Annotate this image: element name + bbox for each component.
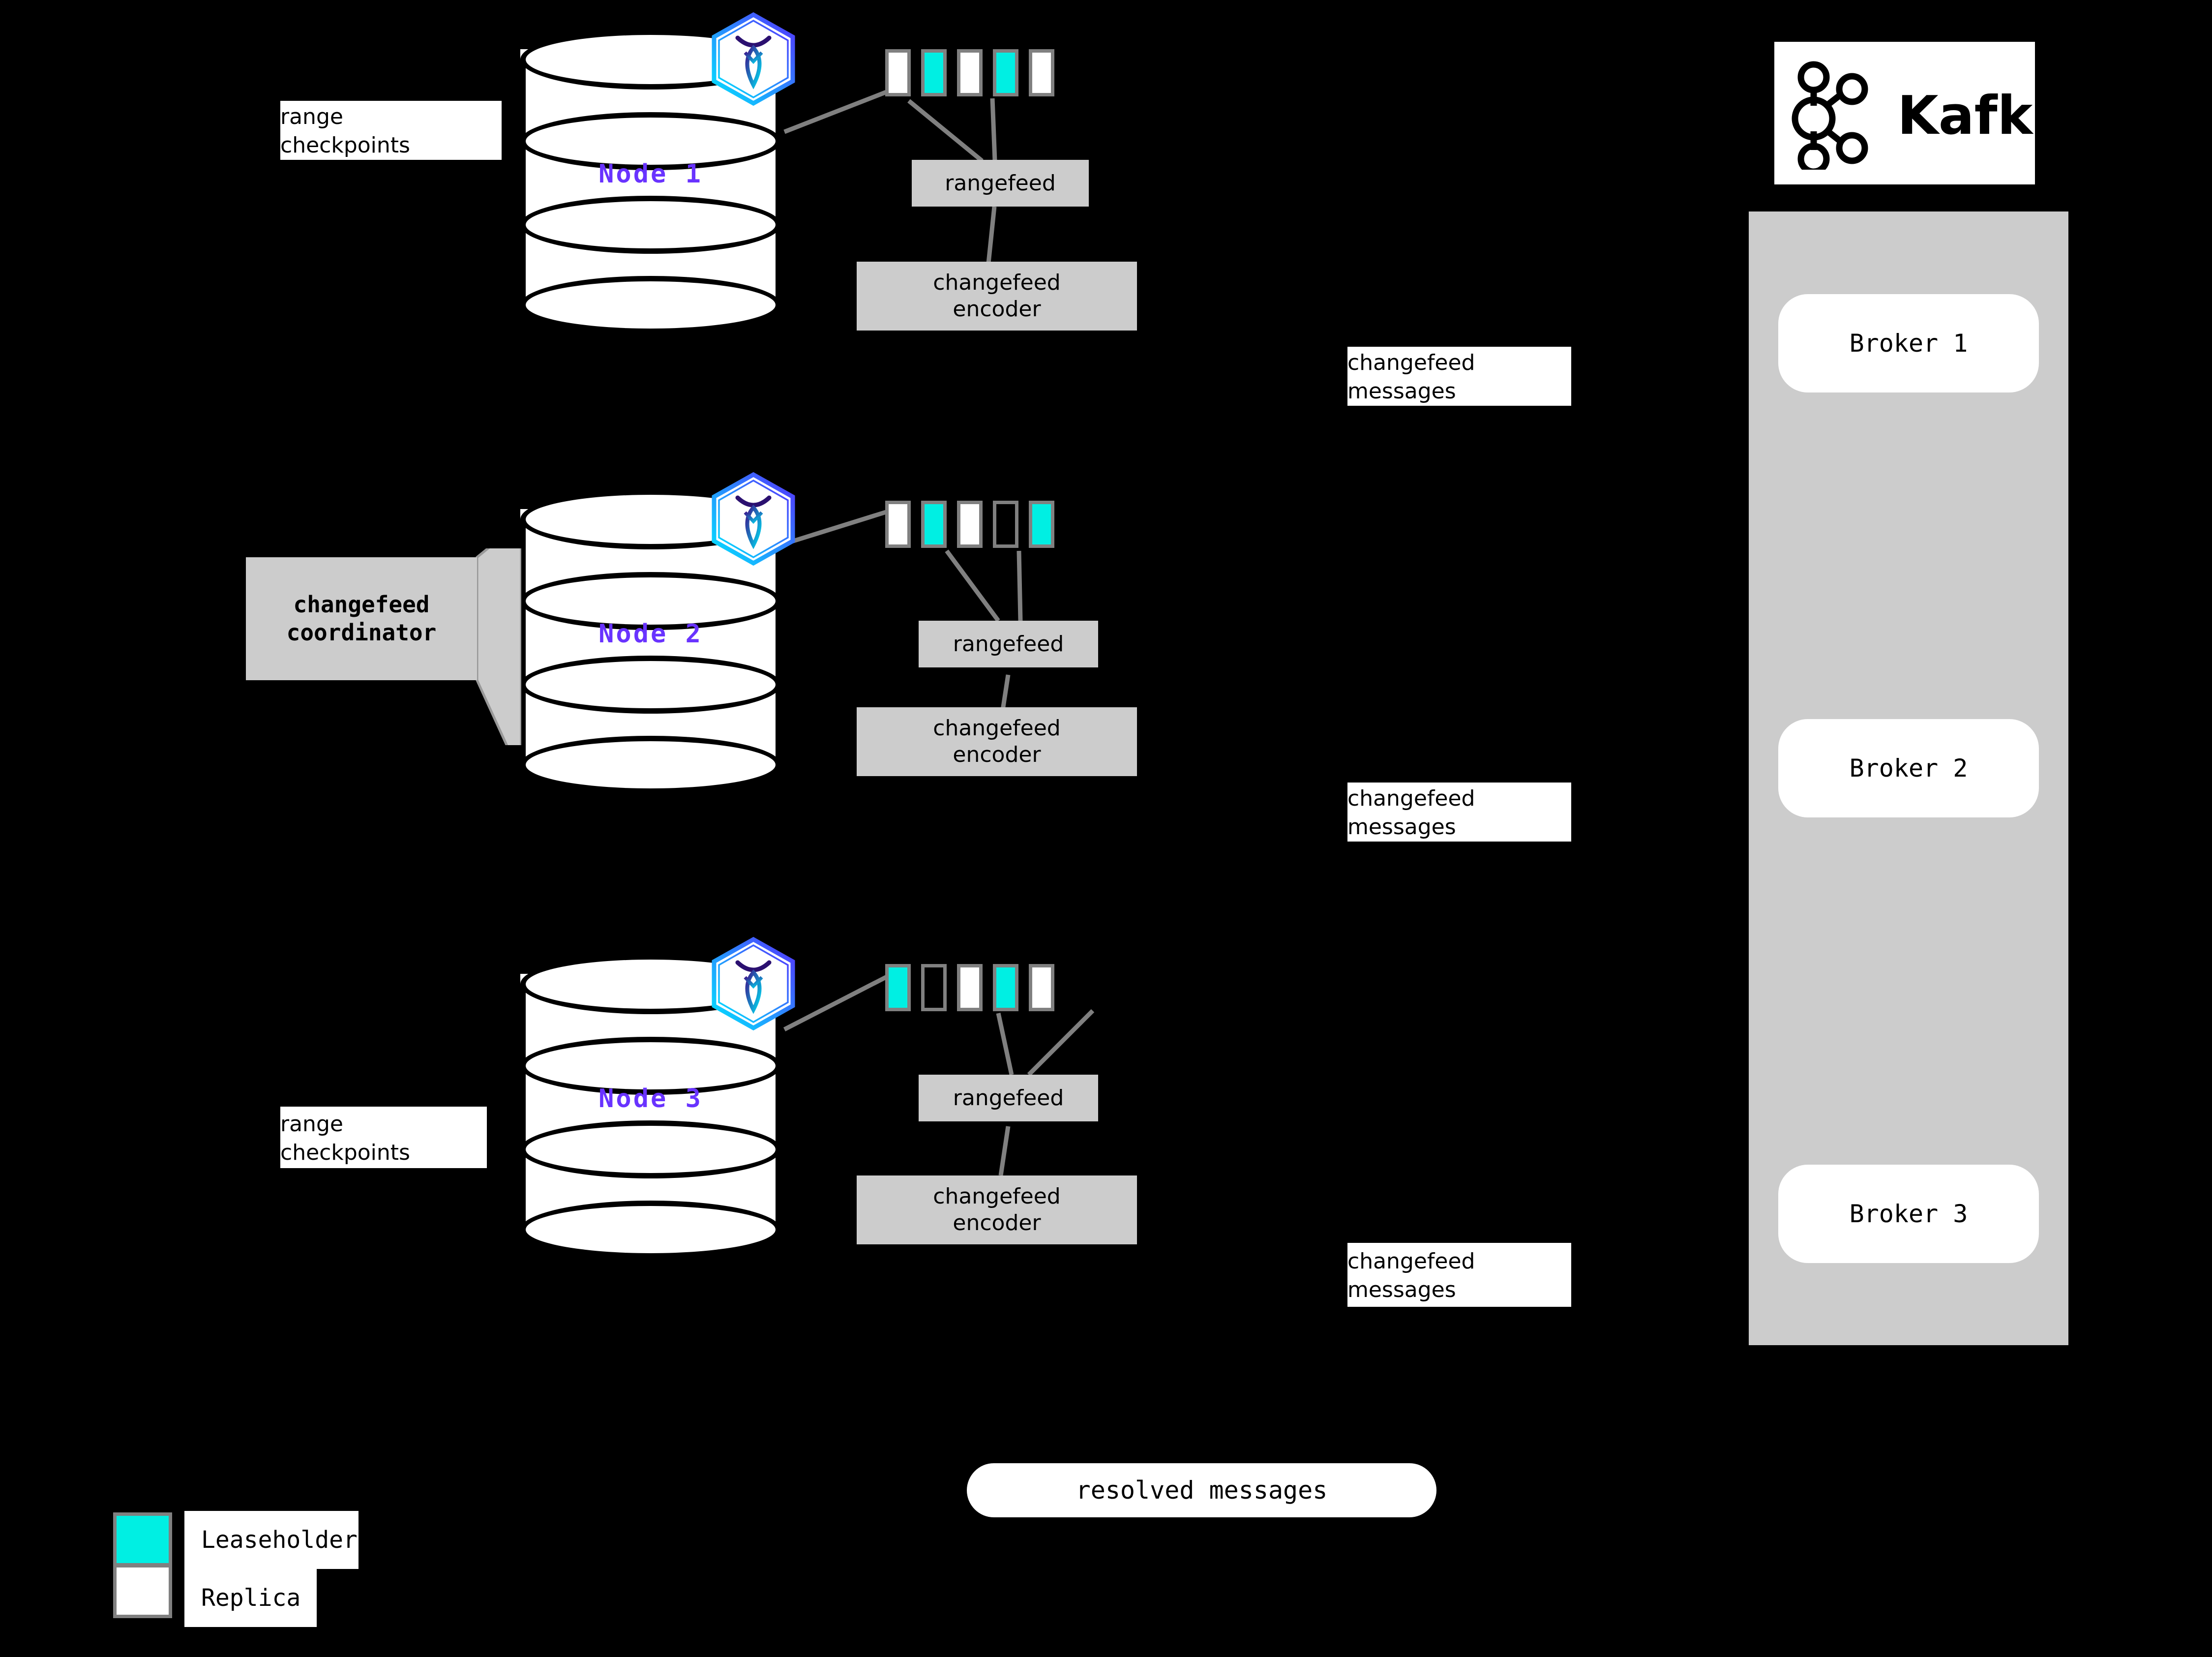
broker-1[interactable]: Broker 1 (1778, 294, 2039, 392)
range-box[interactable] (957, 49, 983, 96)
legend: Leaseholder Replica (113, 1511, 418, 1630)
cylinder-side-left (520, 60, 526, 305)
cockroachdb-logo (711, 936, 797, 1031)
node-1-changefeed-encoder-box[interactable]: changefeed encoder (857, 262, 1137, 331)
range-box[interactable] (993, 49, 1018, 96)
legend-swatch-leaseholder (113, 1512, 172, 1567)
cylinder-side-right (776, 519, 781, 765)
coordinator-line-2: coordinator (286, 619, 437, 646)
coordinator-box: changefeed coordinator (246, 557, 477, 680)
changefeed-messages-label-2: changefeed messages (1347, 783, 1571, 842)
changefeed-messages-label-1: changefeed messages (1347, 347, 1571, 406)
cockroachdb-logo (711, 12, 797, 106)
cylinder-bottom (520, 1201, 781, 1259)
cylinder-bottom (520, 736, 781, 794)
cylinder-side-left (520, 519, 526, 765)
label-line-1: changefeed (1347, 350, 1475, 376)
range-box[interactable] (957, 964, 983, 1011)
range-box[interactable] (993, 501, 1018, 548)
node-2-changefeed-encoder-box[interactable]: changefeed encoder (857, 707, 1137, 776)
range-box[interactable] (1029, 501, 1054, 548)
cylinder-side-left (520, 984, 526, 1230)
node-3-range-row (885, 964, 1054, 1011)
range-box[interactable] (885, 964, 911, 1011)
callout-line-2: checkpoints (280, 1140, 410, 1165)
cylinder-band-1 (520, 572, 781, 630)
node-2-label: Node 2 (598, 619, 703, 649)
cylinder-band-1 (520, 1037, 781, 1095)
range-box[interactable] (885, 49, 911, 96)
encoder-line-2: encoder (953, 1210, 1041, 1235)
label-line-1: changefeed (1347, 786, 1475, 812)
legend-label-replica: Replica (184, 1569, 317, 1627)
cockroachdb-logo (711, 472, 797, 566)
kafka-logo (1792, 61, 1868, 170)
node-3-range-checkpoints-label: range checkpoints (280, 1107, 487, 1168)
cylinder-side-right (776, 60, 781, 305)
broker-2[interactable]: Broker 2 (1778, 719, 2039, 817)
label-line-1: changefeed (1347, 1249, 1475, 1274)
legend-label-leaseholder: Leaseholder (184, 1511, 359, 1569)
encoder-line-2: encoder (953, 742, 1041, 767)
changefeed-messages-label-3: changefeed messages (1347, 1243, 1571, 1307)
callout-line-2: checkpoints (280, 133, 410, 158)
range-box[interactable] (1029, 49, 1054, 96)
encoder-line-1: changefeed (933, 270, 1061, 296)
range-box[interactable] (993, 964, 1018, 1011)
callout-line-1: range (280, 104, 343, 130)
node-1-rangefeed-box[interactable]: rangefeed (912, 160, 1089, 207)
coordinator-pointer (476, 548, 521, 745)
label-line-2: messages (1347, 379, 1456, 404)
range-box[interactable] (921, 501, 947, 548)
cylinder-band-2 (520, 656, 781, 714)
node-2-rangefeed-box[interactable]: rangefeed (919, 621, 1098, 667)
range-box[interactable] (957, 501, 983, 548)
range-box[interactable] (921, 964, 947, 1011)
legend-swatch-replica (113, 1564, 172, 1618)
broker-3[interactable]: Broker 3 (1778, 1165, 2039, 1263)
encoder-line-2: encoder (953, 297, 1041, 322)
cylinder-band-2 (520, 196, 781, 254)
callout-line-1: range (280, 1111, 343, 1137)
cylinder-band-1 (520, 112, 781, 170)
label-line-2: messages (1347, 814, 1456, 840)
node-3-changefeed-encoder-box[interactable]: changefeed encoder (857, 1175, 1137, 1244)
range-box[interactable] (885, 501, 911, 548)
node-1-label: Node 1 (598, 159, 703, 189)
kafka-brand-label: Kafka (1897, 85, 2069, 147)
kafka-logo-box: Kafka (1774, 42, 2068, 184)
cylinder-bottom (520, 276, 781, 334)
encoder-line-1: changefeed (933, 1184, 1061, 1209)
range-box[interactable] (921, 49, 947, 96)
changefeed-coordinator-callout[interactable]: changefeed coordinator (246, 548, 521, 745)
node-1-range-checkpoints-label: range checkpoints (280, 101, 502, 160)
coordinator-line-1: changefeed (293, 591, 430, 618)
range-box[interactable] (1029, 964, 1054, 1011)
node-3-rangefeed-box[interactable]: rangefeed (919, 1075, 1098, 1121)
resolved-messages-oval[interactable]: resolved messages (967, 1463, 1436, 1517)
node-2-range-row (885, 501, 1054, 548)
node-3-label: Node 3 (598, 1084, 703, 1114)
cylinder-band-2 (520, 1120, 781, 1178)
node-1-range-row (885, 49, 1054, 96)
encoder-line-1: changefeed (933, 716, 1061, 741)
label-line-2: messages (1347, 1277, 1456, 1302)
cylinder-side-right (776, 984, 781, 1230)
